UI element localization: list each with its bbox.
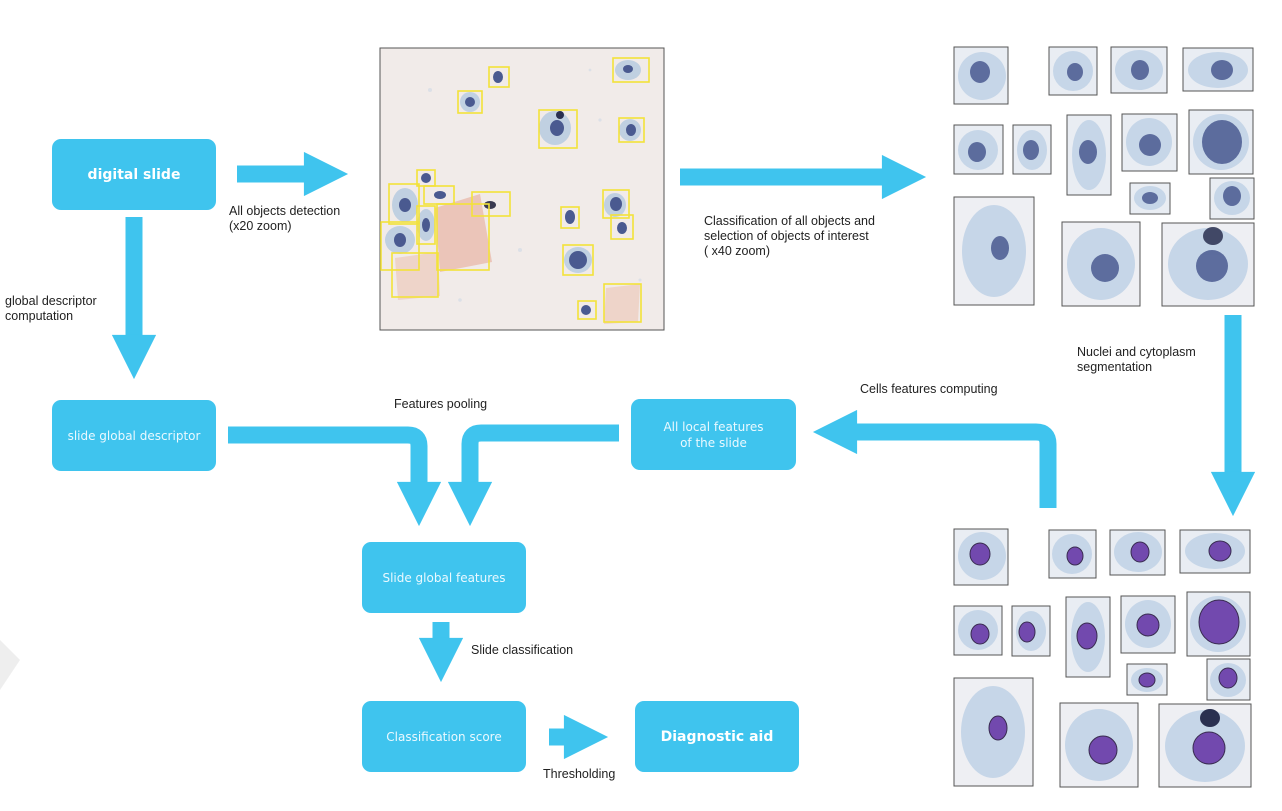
arrow-segmentation-to-local-features [812, 409, 1057, 508]
digital-slide-box: digital slide [52, 139, 216, 210]
diagnostic-aid-box: Diagnostic aid [635, 701, 799, 772]
cells-features-label: Cells features computing [860, 382, 998, 396]
thresholding-label: Thresholding [543, 767, 616, 781]
slide-classification-label: Slide classification [471, 643, 574, 657]
classification-label: Classification of all objects and select… [704, 214, 875, 258]
slide-detection-image [379, 47, 665, 331]
objects-detection-label: All objects detection (x20 zoom) [229, 204, 341, 233]
arrow-descriptor-to-global-features [228, 426, 442, 527]
features-pooling-label: Features pooling [394, 397, 488, 411]
global-descriptor-label: global descriptor computation [5, 294, 97, 323]
classification-score-box: Classification score [362, 701, 526, 772]
corner-decoration [0, 640, 20, 690]
segmented-cells-gallery [953, 528, 1252, 788]
slide-global-descriptor-box: slide global descriptor [52, 400, 216, 471]
arrow-local-to-global-features [447, 424, 619, 527]
slide-global-features-box: Slide global features [362, 542, 526, 613]
selected-cells-gallery [953, 46, 1255, 307]
all-local-features-box: All local features of the slide [631, 399, 796, 470]
segmentation-label: Nuclei and cytoplasm segmentation [1077, 345, 1196, 374]
